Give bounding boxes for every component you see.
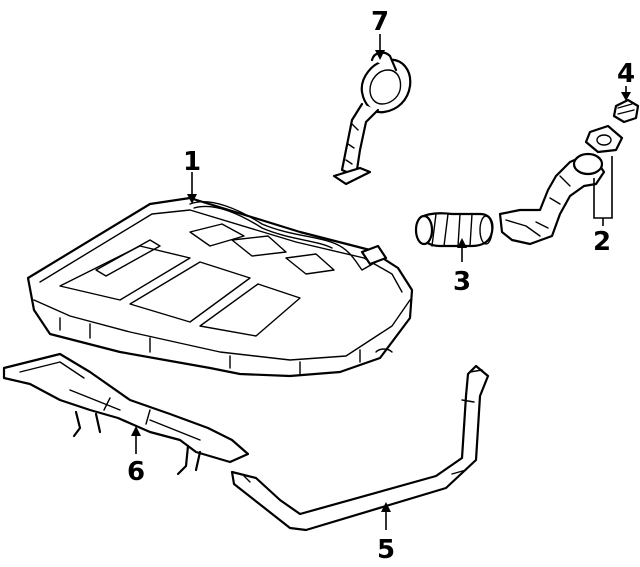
filler-cap-part	[612, 98, 640, 124]
callout-7: 7	[371, 7, 389, 37]
seal-ring-part	[584, 124, 624, 154]
leader-line-2-bracket	[593, 156, 613, 226]
callout-6: 6	[127, 457, 145, 487]
leader-line-6	[131, 426, 141, 454]
leader-line-5	[381, 502, 391, 530]
callout-5: 5	[377, 535, 395, 565]
leader-line-7	[375, 34, 385, 60]
leader-line-1	[187, 172, 197, 204]
callout-3: 3	[453, 267, 471, 297]
leader-line-3	[457, 238, 467, 262]
tank-strap-part	[230, 364, 490, 532]
hose-part	[414, 212, 494, 248]
callout-2: 2	[593, 227, 611, 257]
heat-shield-part	[2, 352, 250, 476]
leader-line-4	[621, 86, 631, 101]
filler-neck-part	[498, 152, 606, 246]
fuel-pump-sender-part	[332, 51, 412, 186]
callout-4: 4	[617, 59, 635, 89]
fuel-tank-part	[26, 196, 414, 378]
callout-1: 1	[183, 147, 201, 177]
